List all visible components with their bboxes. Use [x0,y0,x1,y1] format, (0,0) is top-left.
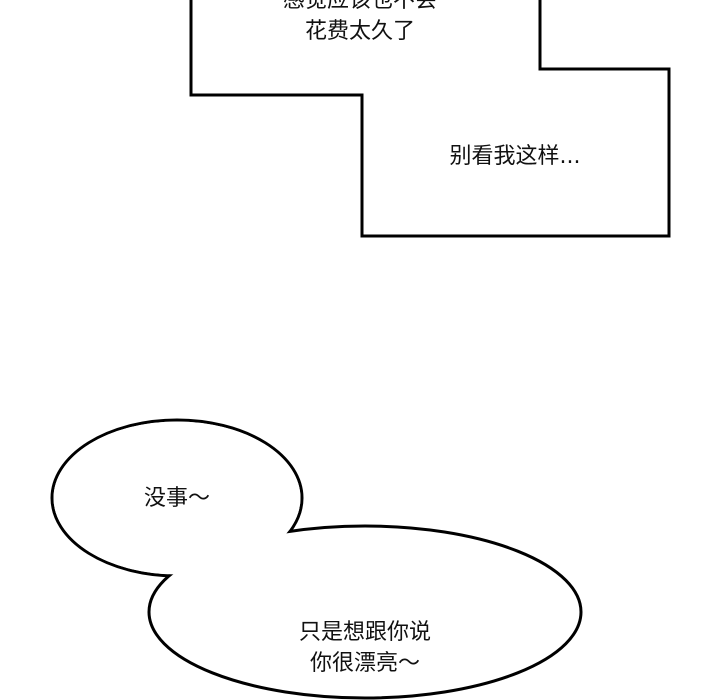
bubble-text-right: 别看我这样... [449,144,581,169]
round-speech-bubble [50,418,583,700]
bubble-text-large: 只是想跟你说 你很漂亮～ [265,617,465,679]
rect-speech-bubble [189,0,671,238]
bubble-text-small: 没事～ [143,486,210,511]
text-line: 花费太久了 [304,19,415,44]
text-line: 感觉应该也不会 [282,0,437,13]
bubble-text-top: 感觉应该也不会 花费太久了 [230,0,490,47]
text-line: 只是想跟你说 [298,620,431,645]
text-line: 你很漂亮～ [309,651,420,676]
